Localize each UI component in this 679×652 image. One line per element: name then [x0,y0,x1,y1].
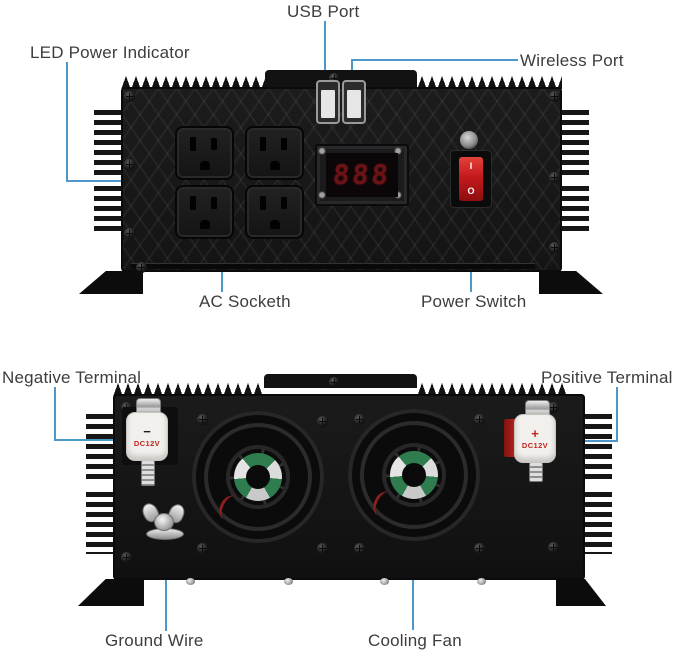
label-wireless-port: Wireless Port [520,51,624,70]
panel-screw [136,262,147,273]
socket-slot [281,197,287,209]
base-screw [477,578,486,585]
mounting-foot [78,579,144,606]
label-led-power-indicator: LED Power Indicator [30,43,190,62]
panel-screw [548,402,559,413]
label-cooling-fan: Cooling Fan [368,631,462,650]
socket-slot [190,137,196,151]
fan-hub [234,453,282,501]
wireless-callout-line-horizontal [351,59,518,61]
heatsink-fins [584,414,612,482]
heatsink-fins [561,110,589,178]
terminal-body: − DC12V [126,412,168,461]
fan-screw [317,416,328,427]
heatsink-teeth-left [113,383,264,396]
terminal-stud [529,462,543,482]
usb-port-right [342,80,366,124]
fan-screw [354,543,365,554]
socket-slot [260,196,266,210]
power-switch-rocker: I O [459,157,483,201]
panel-screw [329,377,339,387]
switch-on-mark: I [469,161,473,171]
terminal-stud [141,460,155,486]
fan-screw [474,543,485,554]
base-screw [284,578,293,585]
panel-screw [549,242,560,253]
negative-callout-line-vertical [54,387,56,441]
heatsink-fins [86,492,114,554]
socket-slot [211,138,217,150]
heatsink-teeth-right [417,383,568,396]
label-ac-socketh: AC Socketh [199,292,291,311]
label-usb-port: USB Port [287,2,360,21]
heatsink-fins [584,492,612,554]
base-screw [186,578,195,585]
socket-slot [190,196,196,210]
led-display-screen: 888 [326,153,398,197]
rear-top-cap [264,374,417,388]
ground-callout-line [165,540,167,631]
heatsink-fins [94,110,122,178]
fan-hub [390,451,438,499]
label-positive-terminal: Positive Terminal [541,368,673,387]
socket-ground-hole [269,220,280,229]
mounting-foot [556,579,606,606]
led-display: 888 [315,144,409,206]
panel-screw [329,73,339,83]
heatsink-fins [561,186,589,236]
terminal-marking: DC12V [521,441,549,450]
panel-screw [549,172,560,183]
panel-screw [549,91,560,102]
negative-sign: − [143,424,151,439]
label-ground-wire: Ground Wire [105,631,204,650]
led-callout-line-vertical [66,62,68,182]
terminal-marking: DC12V [133,439,161,448]
usb-port-left [316,80,340,124]
usb-callout-line [324,21,326,100]
cooling-fan-left [192,411,324,543]
cooling-fan-right [348,409,480,541]
socket-ground-hole [199,220,210,229]
socket-slot [211,197,217,209]
socket-slot [281,138,287,150]
ac-socket [245,185,304,239]
panel-screw [548,542,559,553]
heatsink-fins [86,414,114,482]
heatsink-teeth-left [121,76,265,89]
socket-ground-hole [269,161,280,170]
ac-socket [175,185,234,239]
front-top-cap [265,70,417,88]
label-negative-terminal: Negative Terminal [2,368,142,387]
socket-slot [260,137,266,151]
positive-sign: + [531,426,539,441]
power-switch: I O [450,150,492,208]
socket-ground-hole [199,161,210,170]
fan-screw [474,414,485,425]
panel-screw [121,552,132,563]
fan-wire [215,492,244,524]
panel-screw [124,91,135,102]
terminal-body: + DC12V [514,414,556,463]
power-led-indicator [460,131,478,149]
positive-callout-line-vertical [616,387,618,442]
fan-screw [354,414,365,425]
panel-screw [124,159,135,170]
fan-screw [317,543,328,554]
fan-screw [197,543,208,554]
ground-nut [154,513,174,531]
terminal-red-cover [504,419,517,457]
switch-off-mark: O [467,186,475,196]
ac-socket [175,126,234,180]
heatsink-teeth-right [417,76,562,89]
label-power-switch: Power Switch [421,292,527,311]
ac-socket [245,126,304,180]
base-screw [380,578,389,585]
fan-screw [197,414,208,425]
heatsink-fins [94,186,122,236]
fan-wire [369,488,398,520]
panel-screw [124,228,135,239]
bottom-seam [131,263,535,269]
